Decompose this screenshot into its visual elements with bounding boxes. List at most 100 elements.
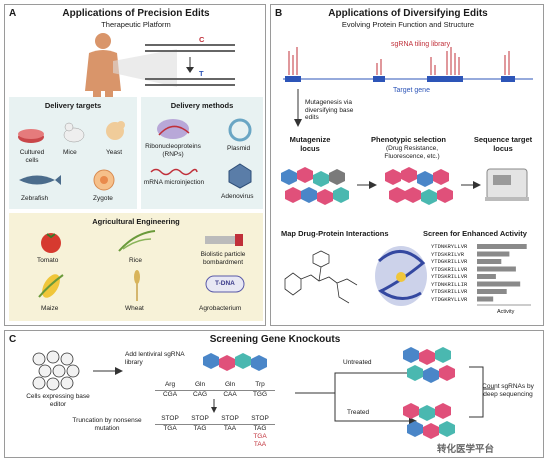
- cells-base-editor-label: Cells expressing base editor: [26, 393, 90, 408]
- watermark-text: 转化医学平台: [437, 444, 495, 455]
- codon-caa: CAA: [215, 390, 245, 399]
- maize-icon: [38, 274, 64, 298]
- truncation-label: Truncation by nonsense mutation: [72, 417, 142, 432]
- sequence-row: YTDSKRILLVR: [431, 288, 468, 295]
- plasmid-icon: [228, 118, 252, 142]
- codon-conversion-arrow: [211, 399, 217, 413]
- step-phenotypic: Phenotypic selection: [371, 135, 447, 144]
- biolistic-icon: [205, 234, 243, 246]
- step-sequence: Sequence target locus: [473, 135, 533, 153]
- target-label-zygote: Zygote: [93, 195, 113, 202]
- sequence-row: YTDSKRILLVR: [431, 265, 468, 273]
- panel-a-title: Applications of Precision Edits: [62, 8, 210, 19]
- cell-cluster-treated: [403, 403, 455, 439]
- arrow-add-library: [93, 367, 123, 375]
- target-label-yeast: Yeast: [106, 149, 123, 156]
- adenovirus-icon: [228, 163, 252, 189]
- stop-codon-tga: TGA: [155, 424, 185, 433]
- sequence-row: YTDGKRYLLVR: [431, 295, 468, 303]
- codon-tgg: TGG: [245, 390, 275, 399]
- codon-cag: CAG: [185, 390, 215, 399]
- activity-bar: [477, 281, 521, 287]
- activity-bar: [477, 251, 510, 257]
- rnp-icon: [157, 119, 190, 139]
- add-library-label: Add lentiviral sgRNA library: [125, 351, 185, 366]
- count-sgrnas-label: Count sgRNAs by deep sequencing: [482, 383, 534, 398]
- target-label-cultured: Cultured cells: [19, 149, 45, 164]
- method-label-adenovirus: Adenovirus: [221, 193, 254, 200]
- panel-b: B Applications of Diversifying Edits Evo…: [270, 4, 544, 326]
- stop-codon-taa: TAA: [215, 424, 245, 433]
- agrobacterium-icon: [205, 275, 245, 293]
- agri-label-rice: Rice: [129, 257, 143, 264]
- cultured-cells-icon: [18, 129, 44, 143]
- tdna-label: T-DNA: [215, 280, 235, 287]
- stop-label-1: STOP: [161, 415, 179, 422]
- aa-trp: Trp: [255, 381, 265, 388]
- treated-label: Treated: [347, 409, 370, 416]
- panel-a-subtitle: Therapeutic Platform: [101, 20, 171, 29]
- activity-axis-label: Activity: [497, 309, 515, 315]
- agri-label-agrobacterium: Agrobacterium: [199, 305, 242, 312]
- sequence-row: YTDNKRILLIR: [431, 280, 468, 288]
- sequence-row: YTDSKRILVR: [431, 250, 465, 258]
- aa-arg: Arg: [164, 381, 176, 388]
- aa-gln-1: Gln: [194, 381, 206, 388]
- wheat-icon: [134, 270, 140, 301]
- panel-a: A Applications of Precision Edits Therap…: [4, 4, 266, 326]
- agri-box: Agricultural Engineering Tomato Rice Bio…: [9, 213, 263, 321]
- mutagenesis-arrow: [294, 89, 302, 127]
- delivery-targets-box: Delivery targets Cultured cells Mice Yea…: [9, 97, 137, 209]
- delivery-targets-title: Delivery targets: [44, 101, 102, 110]
- cell-population-graphic: [32, 350, 80, 391]
- activity-bar: [477, 266, 516, 272]
- sequence-row: YTDGKRILLVR: [431, 258, 468, 265]
- sgrna-library-label: sgRNA tiling library: [391, 41, 451, 48]
- edit-base-t: T: [199, 69, 204, 78]
- map-interactions-title: Map Drug-Protein Interactions: [281, 229, 389, 238]
- panel-a-label: A: [9, 8, 17, 19]
- sequence-list: YTDNKRYLLVR YTDSKRILVR YTDGKRILLVR YTDSK…: [431, 243, 467, 303]
- target-label-mice: Mice: [63, 149, 77, 156]
- rice-icon: [118, 230, 156, 252]
- panel-b-title: Applications of Diversifying Edits: [328, 8, 488, 19]
- aa-gln-2: Gln: [224, 381, 236, 388]
- edit-base-c: C: [199, 35, 205, 44]
- panel-b-subtitle: Evolving Protein Function and Structure: [341, 20, 475, 29]
- cell-cluster-library: [203, 353, 267, 371]
- step-phenotypic-note: (Drug Resistance, Fluorescence, etc.): [384, 145, 440, 160]
- agri-label-biolistic: Biolistic particle bombardment: [200, 251, 246, 266]
- stop-label-4: STOP: [251, 415, 269, 422]
- agri-label-tomato: Tomato: [37, 257, 59, 264]
- sequencer-icon: [485, 168, 529, 201]
- activity-bar: [477, 274, 496, 279]
- activity-bar: [477, 289, 507, 294]
- activity-bar: [477, 244, 527, 249]
- cell-cluster-untreated: [403, 347, 455, 383]
- arrow-to-selection: [357, 181, 377, 189]
- stop-codon-tag: TAG: [185, 424, 215, 433]
- panel-c: C Screening Gene Knockouts Cells express…: [4, 330, 544, 458]
- zygote-icon: [93, 169, 115, 191]
- target-label-zebrafish: Zebrafish: [21, 195, 49, 202]
- method-label-rnp: Ribonucleoproteins (RNPs): [145, 143, 201, 158]
- target-gene-label: Target gene: [393, 87, 430, 94]
- stop-label-3: STOP: [221, 415, 239, 422]
- dna-edit-diagram: [145, 44, 235, 86]
- mouse-icon: [63, 122, 85, 143]
- method-label-plasmid: Plasmid: [227, 145, 251, 152]
- agri-title: Agricultural Engineering: [92, 217, 180, 226]
- stop-label-2: STOP: [191, 415, 209, 422]
- cell-cluster-selected: [385, 167, 453, 205]
- arrow-to-sequencer: [461, 181, 481, 189]
- delivery-methods-box: Delivery methods Ribonucleoproteins (RNP…: [141, 97, 263, 209]
- delivery-methods-title: Delivery methods: [170, 101, 234, 110]
- sequence-row: YTDNKRYLLVR: [431, 243, 468, 250]
- zebrafish-icon: [19, 175, 61, 185]
- activity-bar: [477, 296, 494, 302]
- panel-c-label: C: [9, 334, 17, 345]
- activity-bar: [477, 259, 502, 264]
- agri-label-wheat: Wheat: [125, 305, 144, 312]
- sgrna-tiling-graphic: [283, 47, 533, 82]
- screen-activity-title: Screen for Enhanced Activity: [423, 229, 527, 238]
